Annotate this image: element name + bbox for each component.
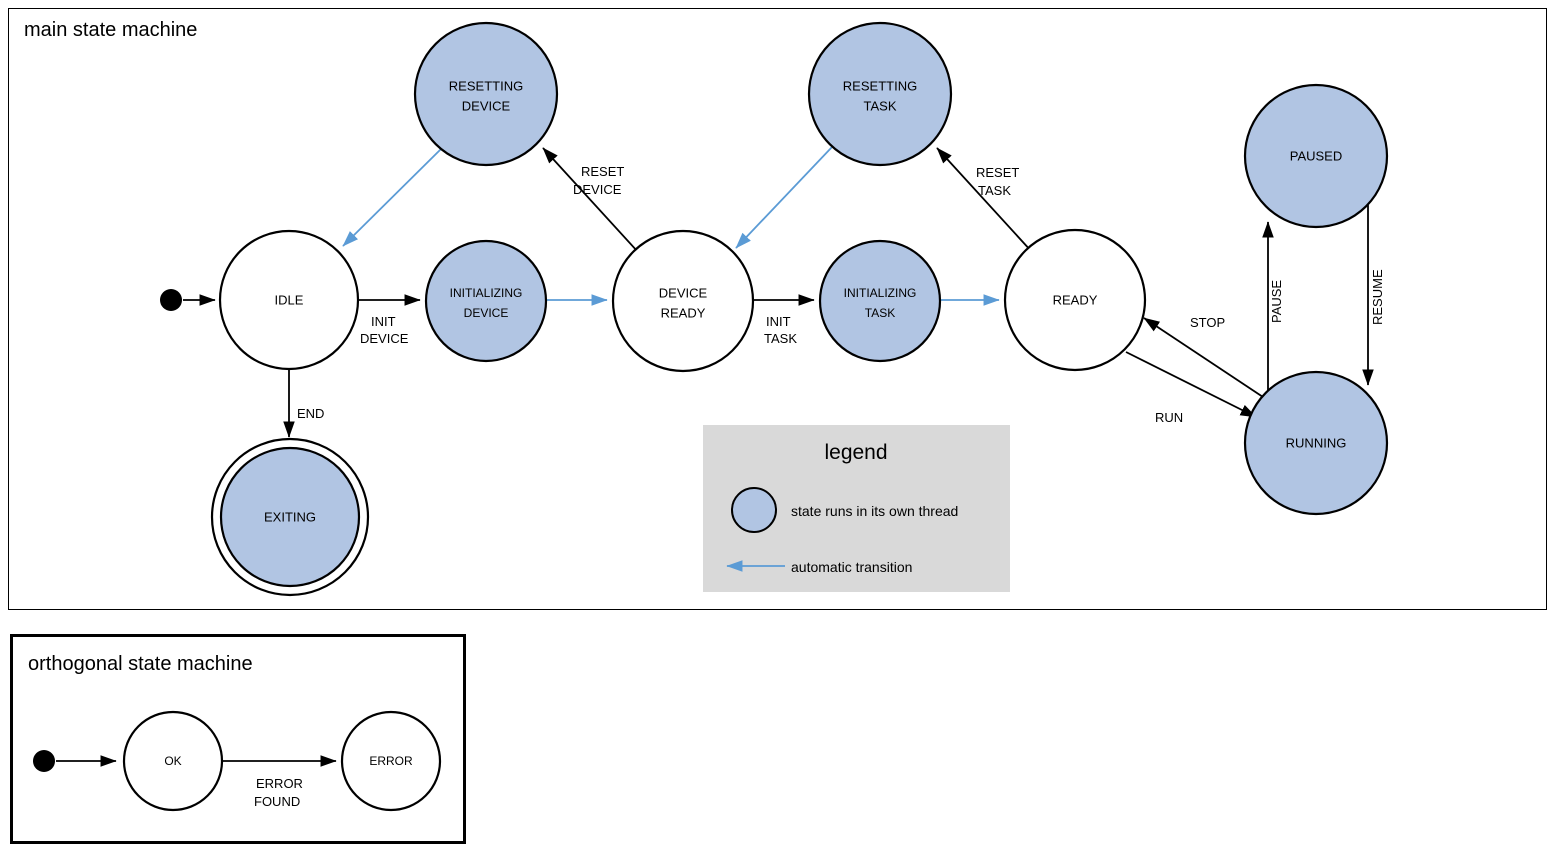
main-frame <box>8 8 1547 610</box>
state-label-initializing-task-line2: TASK <box>865 306 895 320</box>
edge-label-init-task-line2: TASK <box>764 331 797 346</box>
state-node-ready[interactable]: READY <box>1003 228 1147 372</box>
state-label-running: RUNNING <box>1286 435 1347 450</box>
legend-title: legend <box>824 441 887 464</box>
edge-label-init-task-line1: INIT <box>766 314 791 329</box>
state-shape-exiting-outer-ring <box>210 437 370 597</box>
orthogonal-frame <box>10 634 466 844</box>
transition-resetting-device-to-idle <box>342 148 442 247</box>
edge-label-init-device-line1: INIT <box>371 314 396 329</box>
state-node-ok[interactable]: OK <box>122 710 224 812</box>
state-node-running[interactable]: RUNNING <box>1243 370 1389 516</box>
legend: legend state runs in its own thread auto… <box>703 425 1010 592</box>
state-shape-device-ready <box>611 229 755 373</box>
state-node-resetting-task[interactable]: RESETTING TASK <box>807 21 953 167</box>
edge-label-error-found-line1: ERROR <box>256 776 303 791</box>
initial-state-marker-main <box>160 289 182 311</box>
edge-label-reset-device-line2: DEVICE <box>573 182 622 197</box>
state-shape-paused <box>1243 83 1389 229</box>
state-shape-resetting-device <box>413 21 559 167</box>
state-shape-ready <box>1003 228 1147 372</box>
transition-resetting-task-to-device-ready <box>735 146 833 249</box>
state-node-initializing-device[interactable]: INITIALIZING DEVICE <box>424 239 548 363</box>
state-node-error[interactable]: ERROR <box>340 710 442 812</box>
state-label-initializing-task-line1: INITIALIZING <box>844 286 917 300</box>
edge-label-resume: RESUME <box>1370 269 1385 325</box>
state-node-resetting-device[interactable]: RESETTING DEVICE <box>413 21 559 167</box>
edge-label-end: END <box>297 406 324 421</box>
state-node-initializing-task[interactable]: INITIALIZING TASK <box>818 239 942 363</box>
state-label-device-ready-line1: DEVICE <box>659 285 708 300</box>
state-node-paused[interactable]: PAUSED <box>1243 83 1389 229</box>
state-node-exiting[interactable]: EXITING <box>210 437 370 597</box>
state-label-initializing-device-line2: DEVICE <box>464 306 509 320</box>
state-label-paused: PAUSED <box>1290 148 1343 163</box>
state-node-idle[interactable]: IDLE <box>218 229 360 371</box>
state-label-initializing-device-line1: INITIALIZING <box>450 286 523 300</box>
state-label-resetting-device-line1: RESETTING <box>449 78 523 93</box>
initial-state-marker-orthogonal <box>33 750 55 772</box>
edge-label-error-found-line2: FOUND <box>254 794 300 809</box>
edge-label-run: RUN <box>1155 410 1183 425</box>
state-label-ready: READY <box>1053 292 1098 307</box>
orthogonal-frame-title: orthogonal state machine <box>28 653 253 675</box>
state-shape-error <box>340 710 442 812</box>
state-shape-ok <box>122 710 224 812</box>
state-label-error: ERROR <box>369 754 413 768</box>
state-shape-idle <box>218 229 360 371</box>
edge-label-init-device-line2: DEVICE <box>360 331 409 346</box>
legend-threaded-state-text: state runs in its own thread <box>791 503 958 519</box>
state-shape-running <box>1243 370 1389 516</box>
legend-threaded-state-icon <box>731 487 777 533</box>
state-label-device-ready-line2: READY <box>661 305 706 320</box>
state-label-ok: OK <box>164 754 181 768</box>
transition-device-ready-to-resetting-device <box>542 147 639 253</box>
state-label-resetting-task-line1: RESETTING <box>843 78 917 93</box>
state-node-device-ready[interactable]: DEVICE READY <box>611 229 755 373</box>
transition-ready-to-running <box>1125 351 1257 418</box>
state-label-resetting-device-line2: DEVICE <box>462 98 511 113</box>
edge-label-pause: PAUSE <box>1269 280 1284 323</box>
transition-running-to-ready <box>1143 317 1264 398</box>
edge-label-reset-device-line1: RESET <box>581 164 624 179</box>
state-shape-initializing-device <box>424 239 548 363</box>
legend-auto-transition-text: automatic transition <box>791 559 912 575</box>
state-label-idle: IDLE <box>275 292 304 307</box>
state-label-exiting: EXITING <box>264 509 316 524</box>
edge-label-stop: STOP <box>1190 315 1225 330</box>
edge-label-reset-task-line2: TASK <box>978 183 1011 198</box>
state-label-resetting-task-line2: TASK <box>864 98 897 113</box>
state-shape-resetting-task <box>807 21 953 167</box>
transition-ready-to-resetting-task <box>936 147 1033 253</box>
state-shape-initializing-task <box>818 239 942 363</box>
state-shape-exiting <box>219 446 361 588</box>
main-frame-title: main state machine <box>24 19 197 41</box>
edge-label-reset-task-line1: RESET <box>976 165 1019 180</box>
